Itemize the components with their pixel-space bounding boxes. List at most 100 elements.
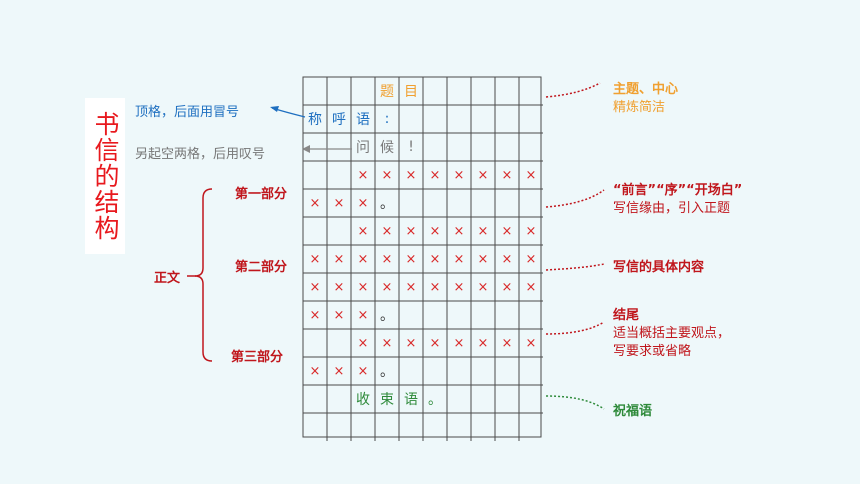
grid-cell-mark: × <box>381 279 393 295</box>
label-end-sub1: 适当概括主要观点， <box>613 326 731 341</box>
grid-cell-char: 称 <box>308 112 322 128</box>
label-end-head: 结尾 <box>613 308 640 323</box>
grid-cell-mark: × <box>333 195 345 211</box>
grid-cell-mark: × <box>309 251 321 267</box>
grid-cell-char: 。 <box>380 308 394 324</box>
connector-content <box>545 263 605 271</box>
body-brace <box>194 188 213 362</box>
grid-cell-mark: × <box>477 223 489 239</box>
grid-cell-mark: × <box>429 279 441 295</box>
grid-cell-mark: × <box>477 335 489 351</box>
grid-cell-mark: × <box>309 195 321 211</box>
label-title-head: 主题、中心 <box>613 82 679 97</box>
grid-cell-mark: × <box>333 251 345 267</box>
arrow-head-second-indent <box>302 145 310 153</box>
grid-cell-mark: × <box>501 335 513 351</box>
grid-cell-mark: × <box>405 251 417 267</box>
connector-closing <box>545 395 605 410</box>
grid-cell-char: ! <box>408 139 414 155</box>
grid-cell-char: 候 <box>380 140 394 156</box>
grid-cell-mark: × <box>453 223 465 239</box>
grid-cell-mark: × <box>357 307 369 323</box>
grid-cell-mark: × <box>453 279 465 295</box>
grid-cell-char: 。 <box>380 364 394 380</box>
label-part2: 第二部分 <box>235 260 288 275</box>
grid-cell-mark: × <box>525 335 537 351</box>
grid-cell-mark: × <box>525 251 537 267</box>
grid-cell-mark: × <box>357 251 369 267</box>
arrow-head-top-indent <box>270 106 279 112</box>
grid-cell-mark: × <box>381 167 393 183</box>
grid-cell-mark: × <box>333 279 345 295</box>
grid-cell-mark: × <box>453 251 465 267</box>
grid-cell-mark: × <box>357 363 369 379</box>
grid-cell-mark: × <box>381 251 393 267</box>
connector-end <box>545 321 605 335</box>
label-end-sub2: 写要求或省略 <box>613 344 692 359</box>
grid-cell-mark: × <box>333 307 345 323</box>
grid-cell-mark: × <box>453 167 465 183</box>
grid-cell-char: 语 <box>356 112 370 128</box>
grid-cell-mark: × <box>429 335 441 351</box>
label-second-indent: 另起空两格，后用叹号 <box>135 147 266 162</box>
grid-cell-mark: × <box>477 279 489 295</box>
label-part3: 第三部分 <box>231 350 284 365</box>
grid-cell-mark: × <box>381 335 393 351</box>
grid-border <box>302 76 542 438</box>
grid-cell-mark: × <box>429 251 441 267</box>
grid-cell-char: 束 <box>380 392 394 408</box>
grid-cell-mark: × <box>477 251 489 267</box>
grid-cell-mark: × <box>381 223 393 239</box>
grid-cell-mark: × <box>405 335 417 351</box>
grid-cell-mark: × <box>525 167 537 183</box>
grid-cell-mark: × <box>405 223 417 239</box>
grid-cell-mark: × <box>501 251 513 267</box>
label-top-indent: 顶格，后面用冒号 <box>135 105 240 120</box>
writing-grid: 题目称呼语:问候!×××××××××××。×××××××××××××××××××… <box>303 77 541 437</box>
grid-cell-mark: × <box>357 335 369 351</box>
grid-cell-char: 。 <box>380 196 394 212</box>
grid-cell-mark: × <box>309 307 321 323</box>
grid-cell-char: 目 <box>404 84 418 100</box>
label-closing: 祝福语 <box>613 404 653 419</box>
grid-cell-mark: × <box>333 363 345 379</box>
diagram-title: 书信的结构 <box>91 111 120 241</box>
label-intro-sub: 写信缘由，引入正题 <box>613 201 731 216</box>
grid-cell-mark: × <box>357 167 369 183</box>
grid-cell-mark: × <box>357 279 369 295</box>
grid-cell-mark: × <box>309 279 321 295</box>
grid-cell-mark: × <box>501 167 513 183</box>
grid-lines <box>302 76 543 441</box>
grid-cell-mark: × <box>453 335 465 351</box>
grid-cell-char: 问 <box>356 140 370 156</box>
grid-cell-mark: × <box>501 223 513 239</box>
label-title-sub: 精炼简洁 <box>613 100 666 115</box>
grid-cell-char: 语 <box>404 392 418 408</box>
title-box: 书信的结构 <box>85 98 125 254</box>
connector-intro <box>545 189 605 208</box>
grid-cell-mark: × <box>501 279 513 295</box>
grid-cell-mark: × <box>357 223 369 239</box>
grid-cell-mark: × <box>525 223 537 239</box>
grid-cell-char: 呼 <box>332 112 346 128</box>
grid-cell-char: 题 <box>380 84 394 100</box>
grid-cell-mark: × <box>309 363 321 379</box>
grid-cell-mark: × <box>429 223 441 239</box>
label-body: 正文 <box>154 271 181 286</box>
label-part1: 第一部分 <box>235 187 288 202</box>
grid-cell-mark: × <box>405 279 417 295</box>
grid-cell-mark: × <box>405 167 417 183</box>
grid-cell-char: 。 <box>428 392 442 408</box>
grid-cell-mark: × <box>525 279 537 295</box>
grid-cell-mark: × <box>477 167 489 183</box>
grid-vertical-lines <box>326 77 520 441</box>
grid-cell-char: : <box>384 111 390 127</box>
label-content: 写信的具体内容 <box>613 260 705 275</box>
grid-cell-char: 收 <box>356 392 370 408</box>
grid-cell-mark: × <box>429 167 441 183</box>
grid-horizontal-lines <box>303 104 543 414</box>
connector-title <box>545 82 601 98</box>
grid-cell-mark: × <box>357 195 369 211</box>
